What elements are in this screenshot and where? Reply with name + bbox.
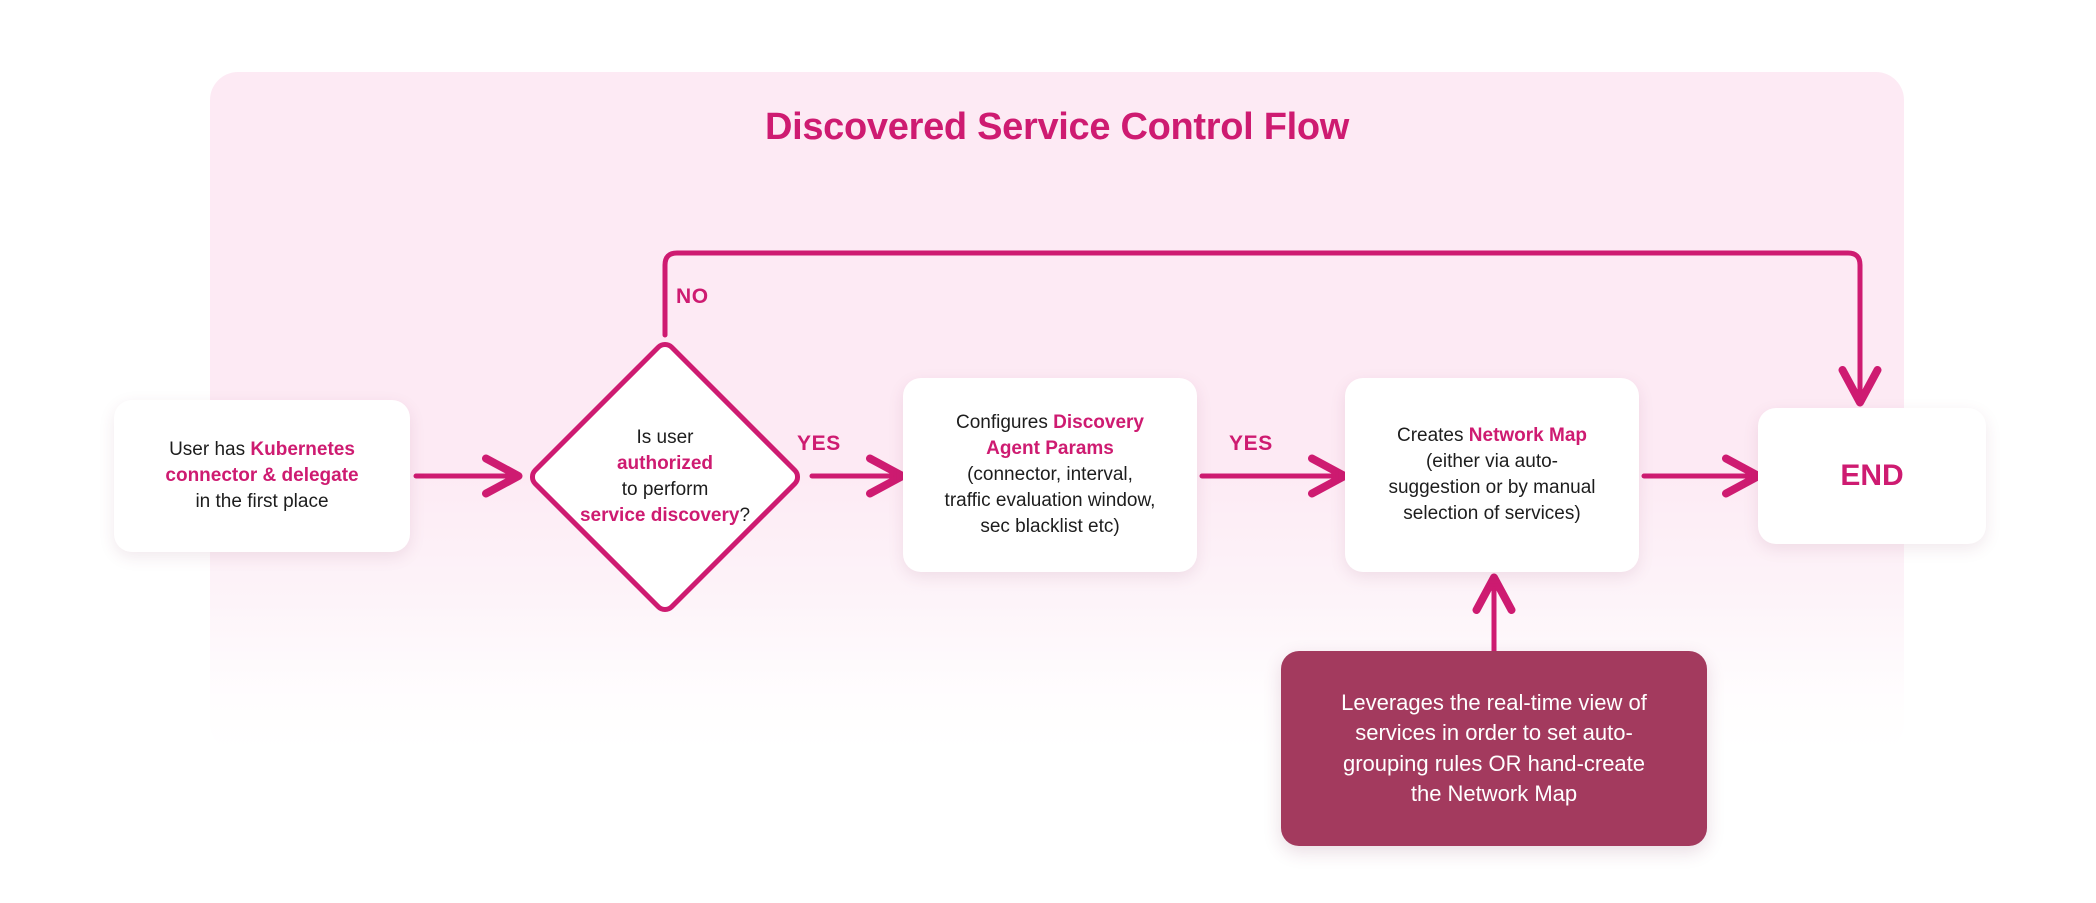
node-params-line-2-highlight: Agent Params bbox=[986, 437, 1114, 459]
edge-label-yes-params-to-networkmap: YES bbox=[1229, 432, 1273, 455]
node-networkmap-line-3: suggestion or by manual bbox=[1388, 477, 1596, 498]
node-networkmap-line-4: selection of services) bbox=[1403, 503, 1581, 525]
node-decision-line-1: Is user bbox=[636, 426, 694, 448]
node-networkmap-line-2: (either via auto- bbox=[1425, 450, 1558, 472]
edge-label-yes-decision-to-params: YES bbox=[797, 432, 841, 455]
node-networkmap-line-1-highlight: Network Map bbox=[1468, 424, 1588, 446]
node-start[interactable]: User has Kubernetes connector & delegate… bbox=[114, 400, 410, 552]
node-start-text-lead: User has bbox=[169, 438, 251, 460]
node-params-line-3: (connector, interval, bbox=[967, 463, 1133, 485]
node-end[interactable]: END bbox=[1758, 408, 1986, 544]
node-note-line-3: grouping rules OR hand-create bbox=[1342, 750, 1646, 776]
node-start-text-highlight-1: Kubernetes bbox=[250, 438, 355, 460]
node-note-leverages-real-time-view[interactable]: Leverages the real-time view of services… bbox=[1281, 651, 1707, 846]
node-decision-is-user-authorized[interactable]: Is user authorized to perform service di… bbox=[523, 335, 807, 619]
node-note-line-4: the Network Map bbox=[1410, 780, 1578, 806]
node-configures-discovery-agent-params[interactable]: Configures Discovery Agent Params (conne… bbox=[903, 378, 1197, 572]
node-start-text-tail: in the first place bbox=[195, 491, 329, 512]
node-creates-network-map[interactable]: Creates Network Map (either via auto- su… bbox=[1345, 378, 1639, 572]
node-end-label: END bbox=[1840, 459, 1904, 493]
edge-label-no: NO bbox=[676, 285, 709, 308]
node-note-line-2: services in order to set auto- bbox=[1355, 720, 1633, 746]
node-params-line-1-lead: Configures bbox=[955, 411, 1054, 433]
node-params-line-5: sec blacklist etc) bbox=[980, 516, 1120, 538]
node-decision-line-4-tail: ? bbox=[739, 505, 751, 527]
page-title: Discovered Service Control Flow bbox=[764, 106, 1350, 148]
node-decision-line-3: to perform bbox=[621, 479, 709, 500]
node-params-line-1-highlight: Discovery bbox=[1053, 411, 1144, 433]
node-start-text-highlight-2: connector & delegate bbox=[165, 464, 359, 486]
node-note-line-1: Leverages the real-time view of bbox=[1341, 690, 1647, 716]
node-networkmap-line-1-lead: Creates bbox=[1396, 424, 1469, 446]
node-params-line-4: traffic evaluation window, bbox=[944, 490, 1156, 511]
node-decision-line-2-highlight: authorized bbox=[616, 452, 714, 474]
node-decision-line-4-highlight: service discovery bbox=[579, 505, 740, 527]
